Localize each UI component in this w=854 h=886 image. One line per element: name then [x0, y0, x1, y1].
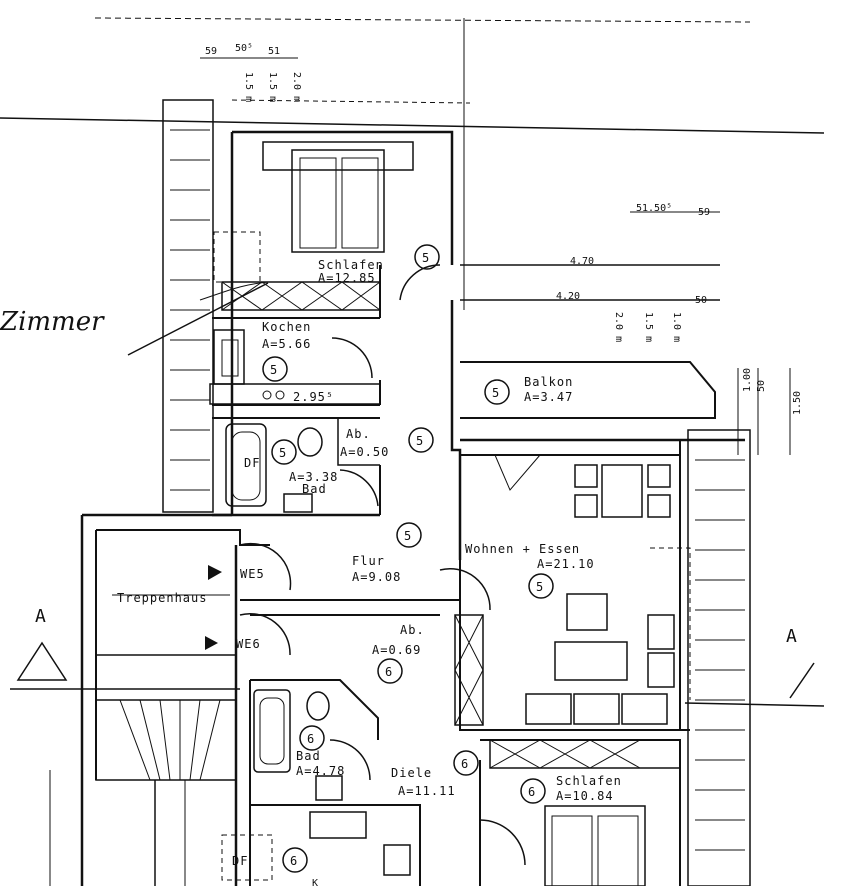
unit-label-we6: WE6 — [236, 637, 261, 651]
dim-label: 2.95⁵ — [293, 390, 334, 404]
room-mark: 6 — [461, 757, 469, 771]
dim-label: 4.70 — [570, 256, 594, 267]
room-name-balkon: Balkon — [524, 375, 573, 389]
room-mark: 6 — [528, 785, 536, 799]
room-name-ab2: Ab. — [400, 623, 425, 637]
dim-label: 2.0 m — [613, 312, 624, 342]
room-name-wohnen: Wohnen + Essen — [465, 542, 580, 556]
dim-label: 2.0 m — [291, 72, 302, 102]
dim-label: 1.5 m — [243, 72, 254, 102]
dim-label: 51 — [268, 46, 280, 57]
room-mark: 6 — [307, 732, 315, 746]
room-area-schlafen: A=12.85 — [318, 271, 376, 285]
dim-label: 1.5 m — [267, 72, 278, 102]
room-name-diele: Diele — [391, 766, 432, 780]
room-name-partial: K — [312, 878, 318, 886]
room-mark: 5 — [536, 580, 544, 594]
dim-label: 1.0 m — [671, 312, 682, 342]
room-name-schlafen: Schlafen — [318, 258, 384, 272]
room-mark: 5 — [416, 434, 424, 448]
dim-label: 59 — [698, 207, 710, 218]
room-area-ab2: A=0.69 — [372, 643, 421, 657]
dim-label: 50 — [695, 295, 707, 306]
room-mark: 6 — [290, 854, 298, 868]
room-area-balkon: A=3.47 — [524, 390, 573, 404]
room-area-flur: A=9.08 — [352, 570, 401, 584]
room-area-ab: A=0.50 — [340, 445, 389, 459]
dim-label: 1.50 — [792, 391, 803, 415]
room-area-kochen: A=5.66 — [262, 337, 311, 351]
room-mark: 5 — [422, 251, 430, 265]
room-mark: 5 — [404, 529, 412, 543]
room-mark: 6 — [385, 665, 393, 679]
dim-label: 59 — [205, 46, 217, 57]
dim-label: 50 — [756, 380, 767, 392]
room-markers — [262, 244, 554, 873]
room-mark: 5 — [279, 446, 287, 460]
room-name-bad: Bad — [302, 482, 327, 496]
room-area-bad: A=3.38 — [289, 470, 338, 484]
arrow-icon — [208, 565, 222, 580]
room-area-bad2: A=4.78 — [296, 764, 345, 778]
room-name-treppenhaus: Treppenhaus — [117, 591, 207, 605]
room-name-bad2: Bad — [296, 749, 321, 763]
section-marker-left: A — [35, 606, 46, 627]
plan-lines — [0, 17, 825, 886]
room-mark: 5 — [270, 363, 278, 377]
room-name-flur: Flur — [352, 554, 385, 568]
unit-label-we5: WE5 — [240, 567, 265, 581]
room-area-diele: A=11.11 — [398, 784, 456, 798]
dim-label: 50⁵ — [235, 43, 253, 54]
df-label: DF — [244, 456, 260, 470]
arrow-icon — [205, 636, 218, 650]
room-mark: 5 — [492, 386, 500, 400]
room-name-ab: Ab. — [346, 427, 371, 441]
section-marker-right: A — [786, 626, 797, 647]
dim-label: 51.50⁵ — [636, 203, 672, 214]
room-area-schlafen2: A=10.84 — [556, 789, 614, 803]
handwritten-note: Zimmer — [0, 307, 105, 337]
dim-label: 1.5 m — [643, 312, 654, 342]
room-name-kochen: Kochen — [262, 320, 311, 334]
room-name-schlafen2: Schlafen — [556, 774, 622, 788]
df-label: DF — [232, 854, 248, 868]
dim-label: 4.20 — [556, 291, 580, 302]
dim-label: 1.00 — [742, 368, 753, 392]
room-area-wohnen: A=21.10 — [537, 557, 595, 571]
